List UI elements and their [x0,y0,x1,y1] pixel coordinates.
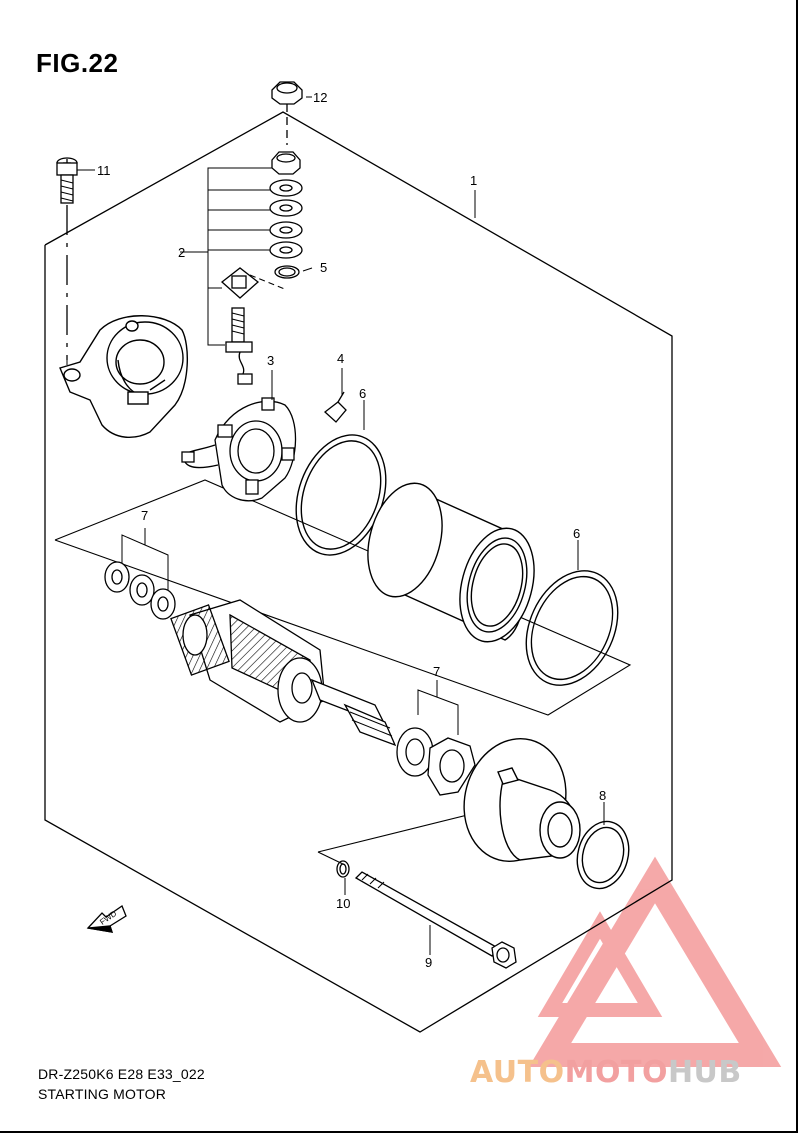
figure-code: DR-Z250K6 E28 E33_022 [38,1066,205,1082]
o-ring-front [576,820,630,890]
screw-left [56,157,78,360]
front-housing [463,738,581,862]
callout-2: 2 [178,245,185,260]
watermark-part-auto: AUTO [470,1055,565,1090]
callout-5: 5 [320,260,327,275]
callout-11: 11 [97,163,111,178]
o-ring-right [525,570,619,686]
through-bolt [354,871,517,969]
callout-3: 3 [267,353,274,368]
callout-6-upper: 6 [359,386,366,401]
callout-1: 1 [470,173,477,188]
figure-title: FIG.22 [36,48,119,78]
callout-4: 4 [337,351,344,366]
brush-holder [181,397,297,502]
fwd-arrow [86,905,127,933]
rear-end-cover [59,315,189,438]
assembly-outline [44,111,673,1033]
leader-lines [66,96,605,955]
figure-name: STARTING MOTOR [38,1086,167,1102]
watermark-part-moto: MOTO [564,1055,668,1090]
washers-right [396,680,476,796]
washers-left [104,528,176,620]
nut-top [271,81,303,145]
callout-7-right: 7 [433,664,440,679]
o-ring-small [336,860,350,878]
callout-10: 10 [336,896,350,911]
callout-9: 9 [425,955,432,970]
callout-6-right: 6 [573,526,580,541]
watermark-part-hub: HUB [667,1055,742,1090]
yoke [367,482,535,643]
watermark-logo-triangle [528,856,782,1067]
terminal-kit [180,151,303,385]
inner-group-outline [54,479,632,716]
armature [170,599,397,747]
brush [323,391,347,423]
watermark-text: AUTOMOTOHUB [470,1055,742,1090]
callout-8: 8 [599,788,606,803]
callout-7-left: 7 [141,508,148,523]
callout-12: 12 [313,90,327,105]
